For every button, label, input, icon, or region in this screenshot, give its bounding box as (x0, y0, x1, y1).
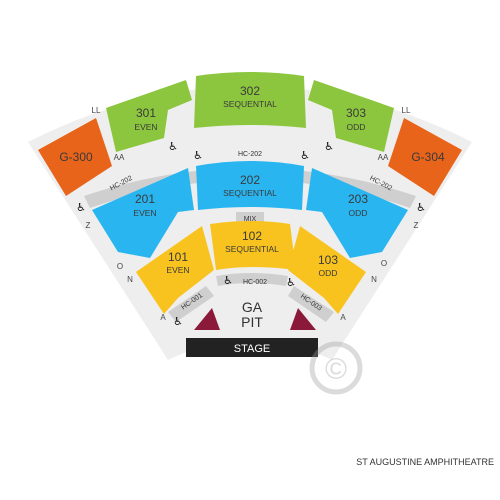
section-g300[interactable] (38, 118, 112, 196)
wheelchair-icon: ♿ (193, 149, 203, 162)
section-303[interactable] (308, 80, 394, 152)
section-202[interactable] (196, 161, 304, 210)
ga-pit-label-line1: GA (242, 299, 263, 315)
wheelchair-icon: ♿ (168, 140, 178, 153)
section-201-number: 201 (135, 192, 155, 206)
section-302-label: SEQUENTIAL (223, 99, 277, 109)
row-label-aa-left: AA (114, 153, 125, 162)
section-201[interactable] (92, 168, 194, 258)
section-202-number: 202 (240, 173, 260, 187)
section-g300-number: G-300 (59, 150, 93, 164)
section-g304[interactable] (388, 118, 462, 196)
wheelchair-icon: ♿ (416, 201, 426, 214)
aisle-hc002-label: HC-002 (243, 279, 267, 286)
section-103-label: ODD (319, 268, 338, 278)
row-label-o-right: O (381, 259, 387, 268)
copyright-icon: © (325, 353, 347, 386)
row-label-ll-left: LL (92, 106, 101, 115)
row-label-aa-right: AA (378, 153, 389, 162)
section-102-label: SEQUENTIAL (225, 244, 279, 254)
section-203-label: ODD (349, 208, 368, 218)
aisle-hc002 (216, 273, 288, 286)
section-103[interactable] (288, 226, 366, 314)
mix-booth (236, 212, 264, 223)
section-302[interactable] (194, 72, 306, 128)
section-303-number: 303 (346, 106, 366, 120)
ga-pit-left-wedge[interactable] (194, 308, 220, 330)
section-301-label: EVEN (134, 122, 157, 132)
ga-pit-right-wedge[interactable] (290, 308, 316, 330)
aisle-hc003 (288, 286, 334, 322)
stage (186, 338, 318, 357)
wheelchair-icon: ♿ (76, 201, 86, 214)
aisle-hc001 (168, 286, 214, 322)
venue-name: ST AUGUSTINE AMPHITHEATRE (356, 457, 494, 467)
section-101-label: EVEN (166, 265, 189, 275)
row-label-z-right: Z (414, 221, 419, 230)
mix-booth-label: MIX (244, 216, 257, 223)
wheelchair-icon: ♿ (223, 274, 233, 287)
section-102-number: 102 (242, 229, 262, 243)
section-202-label: SEQUENTIAL (223, 188, 277, 198)
aisle-hc202-center-label: HC-202 (238, 151, 262, 158)
section-101-number: 101 (168, 250, 188, 264)
section-203[interactable] (306, 168, 408, 258)
section-203-number: 203 (348, 192, 368, 206)
section-302-number: 302 (240, 84, 260, 98)
section-303-label: ODD (347, 122, 366, 132)
row-label-n-right: N (371, 275, 377, 284)
wheelchair-icon: ♿ (173, 315, 183, 328)
section-103-number: 103 (318, 253, 338, 267)
section-201-label: EVEN (133, 208, 156, 218)
section-301-number: 301 (136, 106, 156, 120)
row-label-n-left: N (127, 275, 133, 284)
row-label-o-left: O (117, 262, 123, 271)
stage-label: STAGE (234, 343, 270, 355)
wheelchair-icon: ♿ (300, 149, 310, 162)
row-label-a-right: A (340, 313, 346, 322)
row-label-a-left: A (160, 313, 166, 322)
section-102[interactable] (210, 221, 296, 270)
copyright-watermark: © (309, 341, 363, 395)
section-301[interactable] (106, 80, 192, 152)
wheelchair-icon: ♿ (286, 276, 296, 289)
row-label-ll-right: LL (402, 106, 411, 115)
wheelchair-icon: ♿ (324, 140, 334, 153)
section-g304-number: G-304 (411, 150, 445, 164)
ga-pit-label-line2: PIT (241, 314, 263, 330)
section-101[interactable] (136, 226, 214, 314)
row-label-z-left: Z (86, 221, 91, 230)
